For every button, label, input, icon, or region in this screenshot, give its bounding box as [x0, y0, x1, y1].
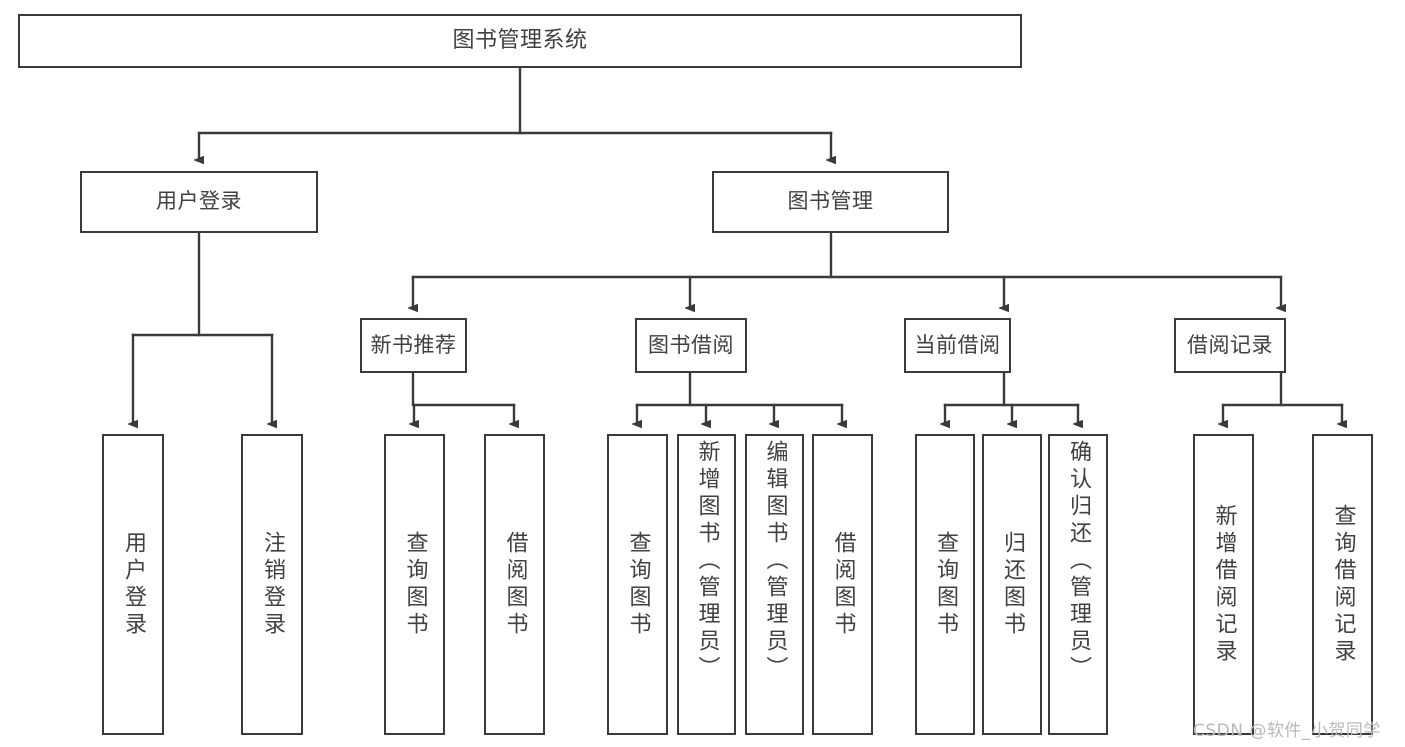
node-leaf-borrow-book-2-label: 借阅图书: [830, 530, 856, 639]
node-leaf-add-record-label: 新增借阅记录: [1211, 503, 1237, 666]
node-borrow-record-label: 借阅记录: [1187, 332, 1273, 357]
node-leaf-borrow-book-1-label: 借阅图书: [502, 530, 528, 639]
node-current-borrow-label: 当前借阅: [914, 332, 1001, 357]
node-leaf-query-book-1[interactable]: 查询图书: [384, 434, 445, 735]
node-root-label: 图书管理系统: [452, 27, 588, 53]
node-leaf-query-book-2[interactable]: 查询图书: [607, 434, 668, 735]
node-leaf-query-book-3-label: 查询图书: [933, 530, 958, 639]
node-leaf-add-book[interactable]: 新增图书（管理员）: [677, 434, 736, 735]
node-leaf-confirm-return[interactable]: 确认归还（管理员）: [1048, 434, 1108, 735]
node-leaf-query-book-3[interactable]: 查询图书: [915, 434, 975, 735]
node-book-manage[interactable]: 图书管理: [712, 171, 949, 233]
node-new-book-recommend-label: 新书推荐: [370, 332, 457, 357]
node-user-login[interactable]: 用户登录: [80, 171, 318, 233]
node-book-manage-label: 图书管理: [787, 189, 874, 214]
node-leaf-return-book-label: 归还图书: [1000, 530, 1025, 639]
node-root[interactable]: 图书管理系统: [18, 14, 1022, 68]
node-leaf-edit-book[interactable]: 编辑图书（管理员）: [745, 434, 804, 735]
node-leaf-add-record[interactable]: 新增借阅记录: [1193, 434, 1254, 735]
node-leaf-query-book-2-label: 查询图书: [625, 530, 651, 639]
node-current-borrow[interactable]: 当前借阅: [904, 318, 1011, 373]
node-leaf-confirm-return-label: 确认归还（管理员）: [1066, 440, 1091, 683]
node-leaf-query-record-label: 查询借阅记录: [1330, 503, 1356, 666]
node-leaf-add-book-label: 新增图书（管理员）: [694, 440, 720, 683]
node-book-borrow-label: 图书借阅: [648, 332, 734, 357]
node-leaf-query-record[interactable]: 查询借阅记录: [1312, 434, 1373, 735]
node-leaf-return-book[interactable]: 归还图书: [982, 434, 1042, 735]
node-leaf-user-login[interactable]: 用户登录: [102, 434, 164, 735]
node-leaf-logout[interactable]: 注销登录: [241, 434, 303, 735]
node-leaf-user-login-label: 用户登录: [121, 530, 146, 639]
node-new-book-recommend[interactable]: 新书推荐: [360, 318, 467, 373]
node-borrow-record[interactable]: 借阅记录: [1174, 318, 1286, 373]
node-user-login-label: 用户登录: [156, 189, 242, 214]
node-leaf-query-book-1-label: 查询图书: [402, 530, 428, 639]
csdn-watermark: CSDN @软件_小贺同学: [1193, 721, 1381, 741]
node-leaf-logout-label: 注销登录: [260, 530, 285, 639]
node-leaf-borrow-book-1[interactable]: 借阅图书: [484, 434, 545, 735]
node-leaf-edit-book-label: 编辑图书（管理员）: [762, 440, 788, 683]
node-book-borrow[interactable]: 图书借阅: [635, 318, 747, 373]
node-leaf-borrow-book-2[interactable]: 借阅图书: [812, 434, 873, 735]
